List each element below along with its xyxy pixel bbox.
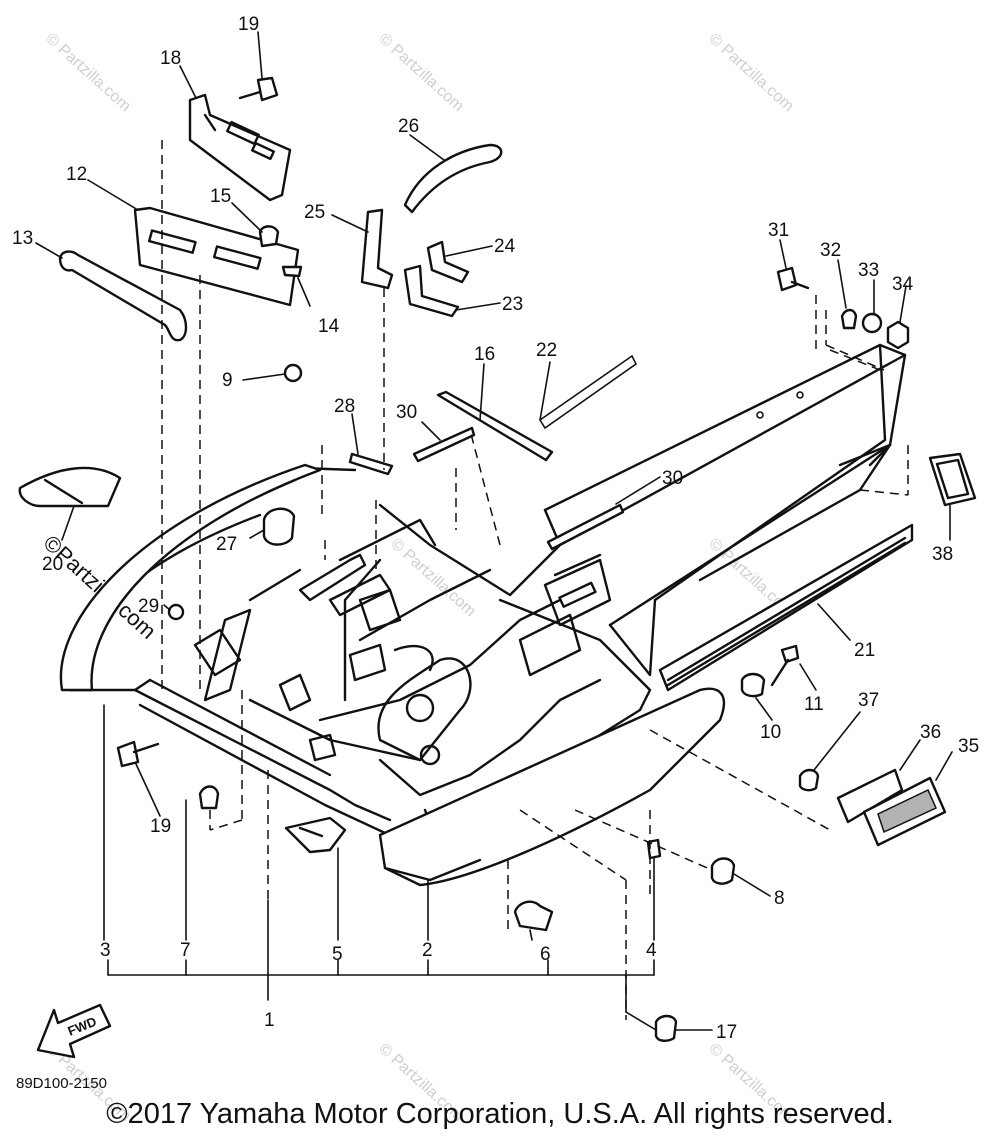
callout-29: 29: [138, 596, 159, 617]
callout-30: 30: [396, 402, 417, 423]
callout-3: 3: [100, 940, 111, 961]
callout-6: 6: [540, 944, 551, 965]
part-labels: 19 18 26 12 15 25 13 24 31 32 33 34 23 1…: [12, 14, 979, 1043]
callout-31: 31: [768, 220, 789, 241]
callout-32: 32: [820, 240, 841, 261]
callout-38: 38: [932, 544, 953, 565]
callout-11: 11: [804, 694, 824, 715]
leader-lines: [35, 31, 953, 1031]
watermark: © Partzilla.com: [42, 30, 133, 115]
assembly-lines: [161, 140, 909, 1020]
callout-37: 37: [858, 690, 879, 711]
callout-36: 36: [920, 722, 941, 743]
callout-30: 30: [662, 468, 683, 489]
loose-parts: FWD: [18, 76, 977, 1059]
drawing-code: 89D100-2150: [16, 1075, 107, 1092]
callout-24: 24: [494, 236, 516, 257]
callout-4: 4: [646, 940, 657, 961]
callout-12: 12: [66, 164, 87, 185]
callout-20: 20: [42, 554, 63, 575]
callout-34: 34: [892, 274, 914, 295]
callout-26: 26: [398, 116, 419, 137]
callout-25: 25: [304, 202, 325, 223]
callout-14: 14: [318, 316, 340, 337]
watermark: © Partzilla.com: [375, 30, 466, 115]
callout-33: 33: [858, 260, 879, 281]
callout-10: 10: [760, 722, 781, 743]
callout-9: 9: [222, 370, 233, 391]
watermark: © Partzilla.com: [705, 30, 796, 115]
callout-16: 16: [474, 344, 495, 365]
callout-5: 5: [332, 944, 343, 965]
callout-18: 18: [160, 48, 181, 69]
callout-7: 7: [180, 940, 191, 961]
callout-35: 35: [958, 736, 979, 757]
callout-1: 1: [264, 1010, 275, 1031]
callout-15: 15: [210, 186, 231, 207]
callout-22: 22: [536, 340, 557, 361]
rails: [538, 354, 914, 692]
callout-28: 28: [334, 396, 355, 417]
fwd-arrow-icon: [36, 1003, 112, 1059]
callout-23: 23: [502, 294, 523, 315]
callout-27: 27: [216, 534, 237, 555]
callout-8: 8: [774, 888, 785, 909]
callout-21: 21: [854, 640, 875, 661]
callout-13: 13: [12, 228, 33, 249]
callout-19: 19: [150, 816, 171, 837]
callout-19: 19: [238, 14, 259, 35]
copyright-notice: ©2017 Yamaha Motor Corporation, U.S.A. A…: [106, 1098, 894, 1130]
side-skirts: [59, 463, 726, 887]
callout-2: 2: [422, 940, 433, 961]
callout-17: 17: [716, 1022, 737, 1043]
